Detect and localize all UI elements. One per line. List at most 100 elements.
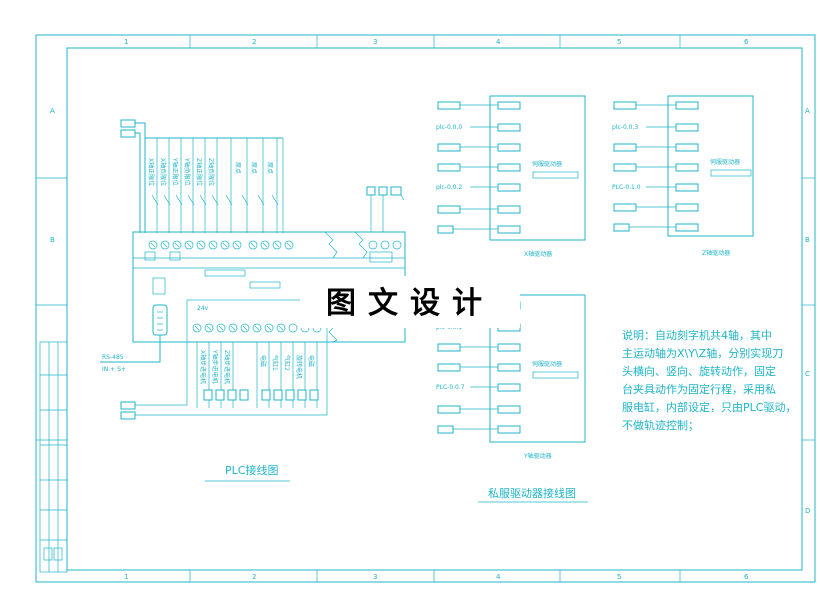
plc-input-labels: X轴正限位 X轴负限位 Y轴正限位 Y轴负限位 Z轴正限位 Z轴负限位 原点 原… [147, 157, 274, 186]
watermark-background [300, 276, 520, 328]
plc-terminal-bottom [120, 401, 136, 410]
col-label-5-bottom: 5 [617, 573, 621, 581]
output-label-7: 旋转电机 [295, 355, 303, 379]
col-label-4: 4 [496, 38, 501, 46]
driver-z: 伺服驱动器 plc-0.0.3 PLC-0.1.0 Z轴驱动器 [612, 95, 754, 257]
plc-terminal-bottom-2 [120, 411, 136, 420]
driver-y-caption: Y轴驱动器 [523, 452, 552, 460]
border-ticks [36, 35, 815, 582]
note-line-2: 主运动轴为X\Y\Z轴，分别实现刀 [622, 346, 783, 360]
driver-z-name: 伺服驱动器 [710, 158, 740, 166]
plc-bus-left [135, 122, 146, 233]
plc-aux-terminals [366, 186, 405, 232]
output-label-8: 电磁 [307, 355, 315, 367]
col-label-6-bottom: 6 [744, 573, 749, 581]
driver-x-wires [453, 104, 498, 230]
input-label-6: Z轴负限位 [207, 158, 215, 186]
output-label-4: 电磁 [259, 355, 267, 367]
driver-z-slot [710, 169, 752, 177]
output-label-3: Z轴步进电机 [223, 350, 231, 384]
col-label-3-bottom: 3 [373, 573, 377, 581]
plc-caption: PLC接线图 [225, 463, 278, 477]
rs485-pins [157, 311, 163, 331]
note-line-4: 台夹具动作为固定行程，采用私 [622, 382, 776, 396]
row-label-d-right: D [805, 507, 810, 515]
output-label-5: 气缸1 [271, 355, 279, 371]
row-label-b: B [50, 236, 55, 244]
input-label-1: X轴正限位 [147, 158, 155, 186]
row-label-b-right: B [805, 236, 810, 244]
plc-output-labels: X轴步进电机 Y轴步进电机 Z轴步进电机 电磁 气缸1 气缸2 旋转电机 电磁 [199, 349, 315, 384]
driver-y-name: 伺服驱动器 [532, 360, 562, 368]
row-label-a-right: A [805, 107, 810, 115]
row-label-a: A [50, 107, 55, 115]
plc-bus-left-2 [135, 132, 141, 233]
input-label-4: Y轴负限位 [183, 157, 191, 186]
driver-x-io2: plc-0.0.2 [436, 184, 462, 191]
col-label-6: 6 [744, 38, 749, 46]
note-line-3: 头横向、竖向、旋转动作，固定 [622, 364, 776, 378]
plc-module-2 [169, 251, 181, 261]
output-label-2: Y轴步进电机 [211, 349, 219, 384]
plc-output-coils [203, 389, 319, 401]
watermark-text: 图文设计 [326, 286, 494, 321]
inner-border [66, 47, 803, 571]
plc-module-5 [369, 251, 393, 263]
col-label-1-bottom: 1 [124, 573, 128, 581]
driver-x-slot [532, 171, 579, 179]
row-label-c-right: C [805, 370, 810, 378]
driver-x-body [489, 95, 586, 241]
plc-module [144, 251, 156, 261]
driver-z-io2: PLC-0.1.0 [612, 184, 641, 191]
col-label-5: 5 [617, 38, 621, 46]
driver-y-body [489, 294, 586, 443]
plc-input-lines [156, 138, 284, 233]
note-line-5: 服电缸，内部设定，只由PLC驱动， [622, 400, 796, 414]
driver-z-wires [629, 104, 676, 228]
input-label-5: Z轴正限位 [195, 158, 203, 186]
driver-x-caption: X轴驱动器 [524, 250, 552, 258]
plc-led-block [152, 277, 166, 295]
col-label-1: 1 [124, 38, 128, 46]
input-label-2: X轴负限位 [159, 158, 167, 186]
outer-border [35, 34, 816, 583]
driver-z-caption: Z轴驱动器 [702, 249, 730, 257]
plc-top-terminals [148, 240, 402, 250]
column-labels: 1 2 3 4 5 6 1 2 3 4 5 6 [124, 38, 749, 581]
col-label-4-bottom: 4 [496, 573, 501, 581]
rs485-port [152, 304, 168, 336]
driver-x-ports [437, 101, 521, 234]
note-line-6: 不做轨迹控制； [622, 418, 699, 432]
col-label-2-bottom: 2 [252, 573, 256, 581]
driver-z-io1: plc-0.0.3 [612, 124, 638, 131]
input-label-3: Y轴正限位 [171, 157, 179, 186]
plc-terminal-top-2 [120, 129, 136, 138]
col-label-3: 3 [373, 38, 377, 46]
plc-module-4 [249, 281, 281, 289]
rs485-cable [100, 335, 161, 363]
plc-wiring: X轴正限位 X轴负限位 Y轴正限位 Y轴负限位 Z轴正限位 Z轴负限位 原点 原… [100, 119, 406, 482]
plc-terminal-top [120, 119, 136, 128]
driver-z-body [667, 95, 754, 237]
plc-switch-contacts [151, 194, 279, 206]
driver-z-ports [613, 101, 699, 232]
rs485-sublabel: IN + S+ [102, 366, 126, 373]
driver-x-name: 伺服驱动器 [532, 160, 562, 168]
output-header: 24v [197, 305, 209, 312]
driver-y-io2: PLC-0.0.7 [436, 384, 465, 391]
drivers-caption: 私服驱动器接线图 [488, 486, 576, 500]
input-label-9: 原点 [266, 162, 274, 174]
driver-y-slot [532, 371, 579, 379]
note-line-1: 说明：自动刻字机共4轴，其中 [622, 328, 772, 342]
plc-module-3 [204, 269, 246, 277]
row-labels: A B A B C D [50, 107, 810, 515]
col-label-2: 2 [252, 38, 256, 46]
input-label-7: 原点 [234, 162, 242, 174]
rs485-label: RS-485 [102, 354, 124, 361]
explanation-note: 说明：自动刻字机共4轴，其中 主运动轴为X\Y\Z轴，分别实现刀 头横向、竖向、… [622, 328, 796, 432]
output-label-6: 气缸2 [283, 355, 291, 371]
title-block-strip [39, 341, 68, 573]
driver-x: 伺服驱动器 plc-0.0.0 plc-0.0.2 X轴驱动器 [436, 95, 586, 258]
